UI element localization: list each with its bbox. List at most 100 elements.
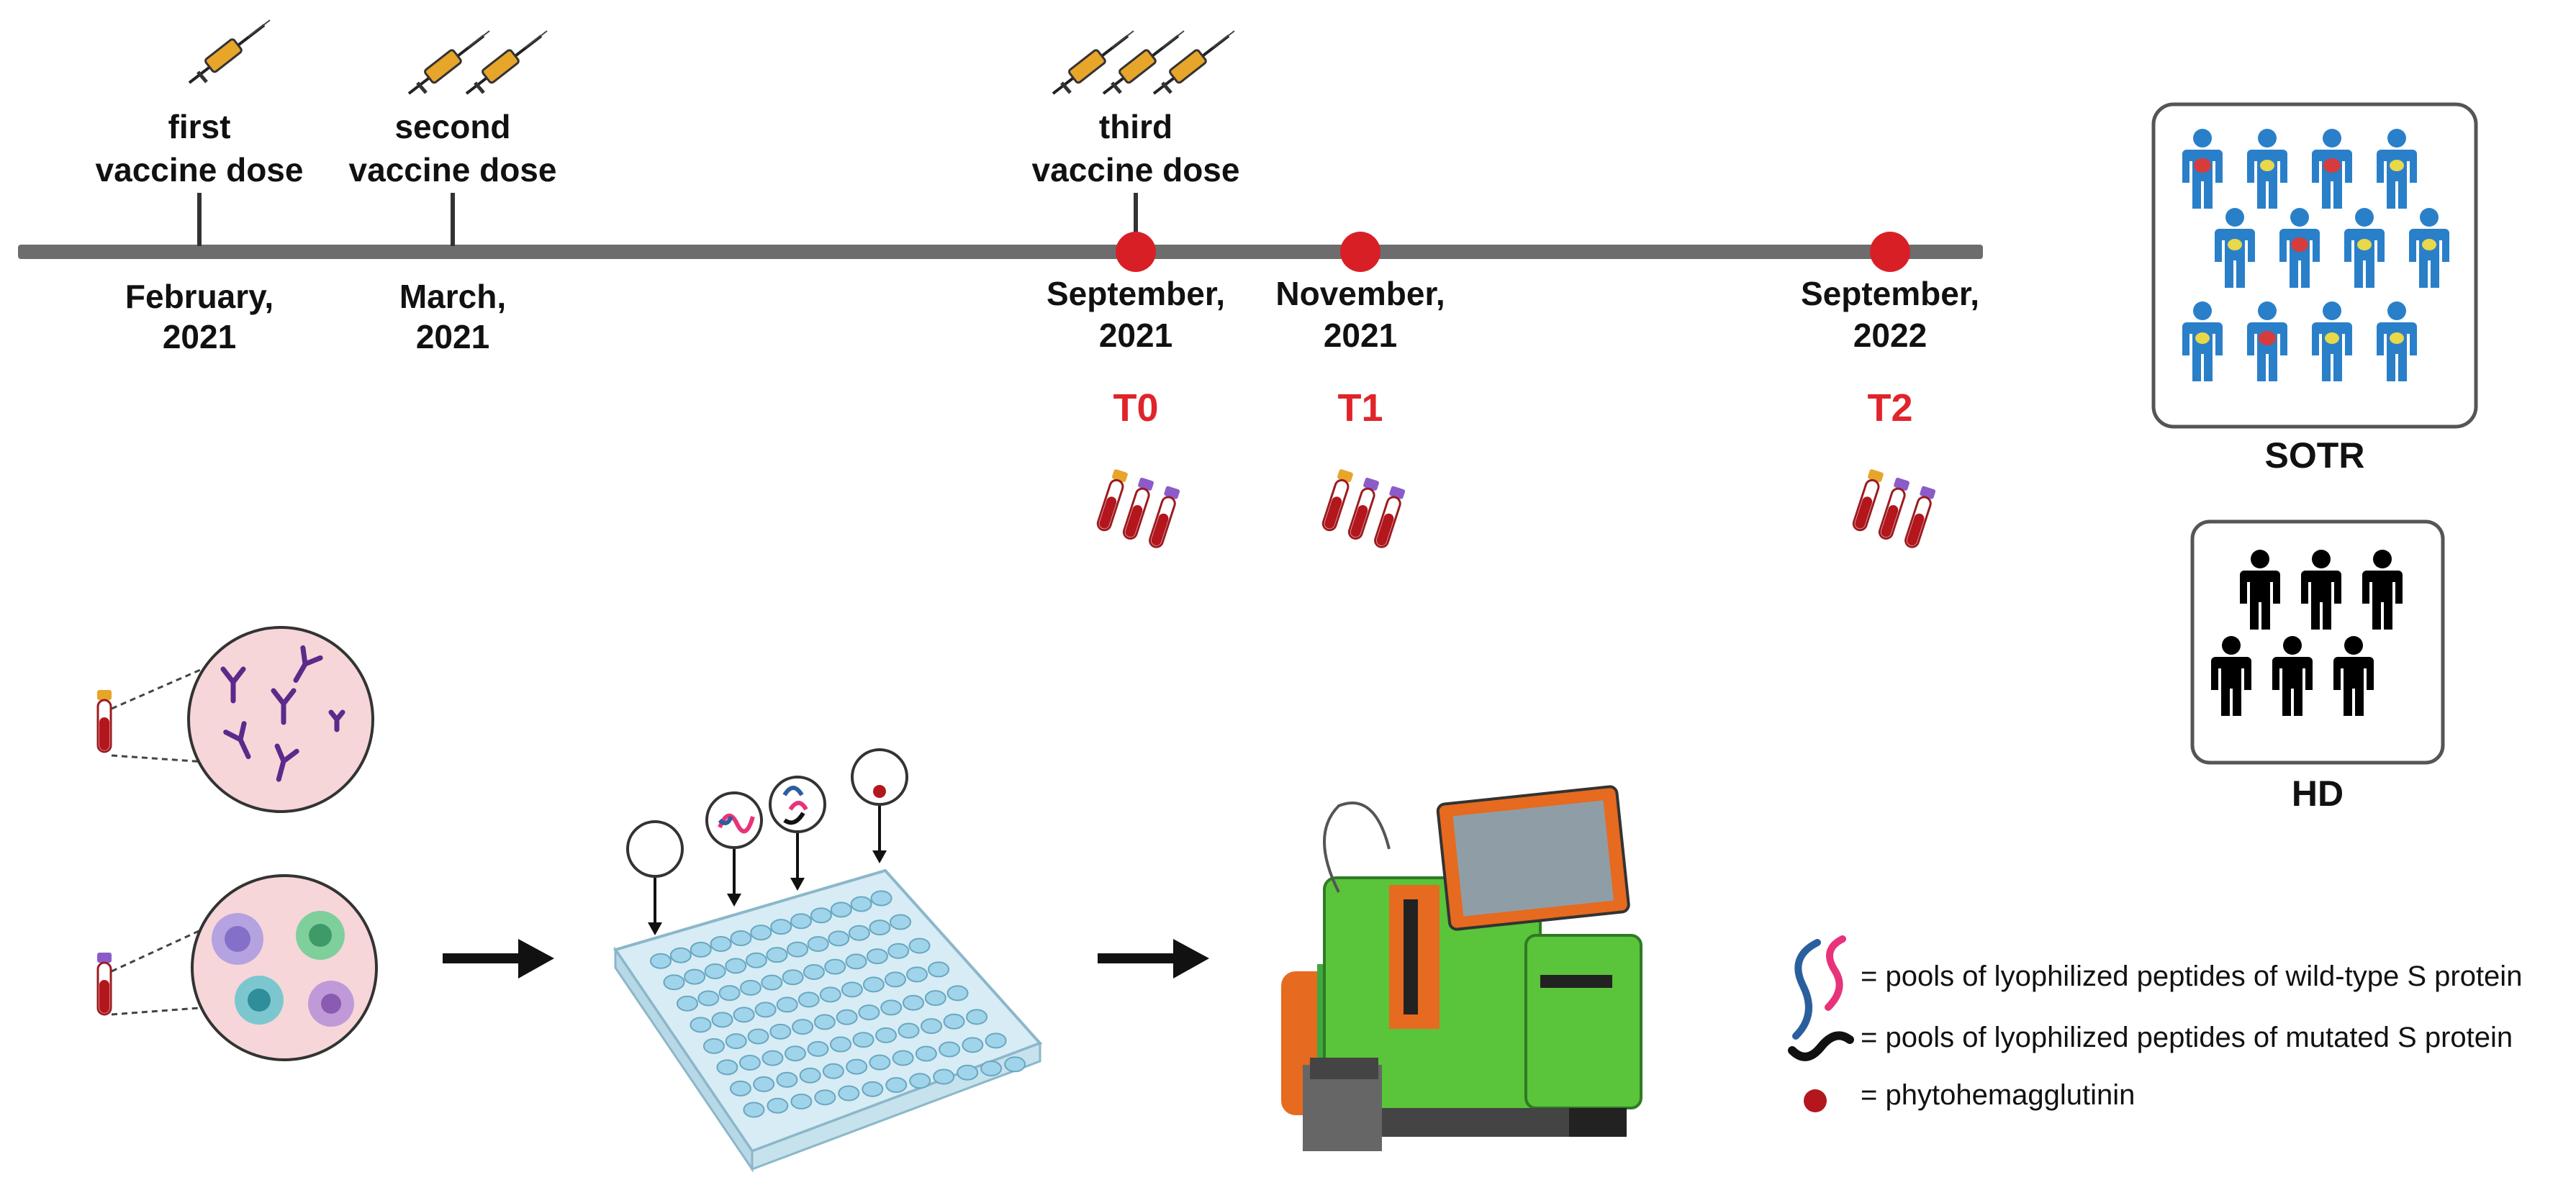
serum-tube-icon <box>96 689 113 753</box>
plate-well <box>943 1013 965 1030</box>
plate-well <box>980 1061 1003 1077</box>
timepoint-marker-t1 <box>1340 232 1380 272</box>
antibodies-icon <box>187 626 374 813</box>
plate-well <box>743 1102 765 1118</box>
plate-well <box>836 1009 858 1025</box>
plate-well <box>725 1033 747 1050</box>
plate-well <box>946 985 969 1002</box>
plate-well <box>767 1097 789 1114</box>
plate-well <box>669 947 692 963</box>
plate-well <box>807 1040 829 1057</box>
legend-pha: = phytohemagglutinin <box>1861 1079 2135 1111</box>
legend-wild-type: = pools of lyophilized peptides of wild-… <box>1861 961 2522 992</box>
plate-well <box>769 1023 792 1040</box>
plate-well <box>766 947 788 963</box>
plate-well <box>784 1045 806 1062</box>
date-t1-line1: November, <box>1275 275 1445 312</box>
date-t2-line1: September, <box>1801 275 1979 312</box>
syringe-icon <box>1154 31 1234 94</box>
pbmc-tube-icon <box>96 951 113 1016</box>
plate-well <box>985 1032 1007 1049</box>
arrow-icon <box>443 939 554 979</box>
plate-well <box>915 1045 937 1062</box>
plate-well <box>747 1028 769 1045</box>
plate-well <box>924 990 946 1007</box>
plate-well <box>822 1063 844 1079</box>
plate-well <box>716 1059 738 1076</box>
plate-well <box>776 1071 798 1088</box>
plate-well <box>690 941 712 958</box>
plate-well <box>939 1041 961 1058</box>
plate-well <box>710 935 732 952</box>
plate-well <box>770 919 792 935</box>
plate-well <box>921 1018 943 1035</box>
plate-well <box>828 930 850 947</box>
plate-well <box>966 1009 988 1025</box>
timeline <box>18 193 1983 272</box>
plate-well <box>885 1077 908 1094</box>
timepoint-label-t0: T0 <box>1113 386 1158 430</box>
third-dose-line2: vaccine dose <box>1032 151 1240 189</box>
blood-tubes-icon <box>1319 467 1407 550</box>
plate-well <box>738 1055 761 1071</box>
tick-first-dose <box>197 193 202 246</box>
plate-well <box>676 995 698 1012</box>
organ-icons <box>2194 158 2436 345</box>
plate-well <box>792 1019 814 1035</box>
well-plate-icon <box>613 868 1043 1173</box>
plate-well <box>803 963 825 980</box>
date-march-line1: March, <box>399 278 506 315</box>
plate-well <box>869 920 891 936</box>
second-dose-line1: second <box>394 108 510 145</box>
plate-well <box>862 976 885 993</box>
plate-well <box>962 1037 984 1053</box>
plate-well <box>729 1080 751 1097</box>
legend: = pools of lyophilized peptides of wild-… <box>1788 935 2522 1112</box>
plate-well <box>838 1085 860 1102</box>
plate-well <box>875 1027 898 1043</box>
plate-well <box>782 969 804 986</box>
first-dose-line1: first <box>168 108 231 145</box>
plate-well <box>684 968 706 985</box>
plate-well <box>933 1068 955 1085</box>
phytohemagglutinin-icon <box>1804 1089 1827 1112</box>
plate-well <box>790 913 813 930</box>
plate-well <box>845 953 867 970</box>
plate-well <box>711 1012 733 1028</box>
hd-label: HD <box>2292 773 2344 814</box>
plate-well <box>866 948 888 965</box>
plate-well <box>813 1014 836 1030</box>
plate-well <box>846 1058 868 1075</box>
date-february-line2: 2021 <box>163 318 236 355</box>
plate-well <box>797 991 820 1008</box>
plate-well <box>902 994 924 1011</box>
plate-well <box>761 974 783 991</box>
timepoint-label-t2: T2 <box>1867 386 1912 430</box>
plate-well <box>730 930 752 947</box>
plate-well <box>799 1067 821 1084</box>
wild-type-peptides-icon <box>1792 935 1846 1040</box>
plate-well <box>928 961 950 978</box>
plate-well <box>829 1036 851 1053</box>
timepoint-label-t1: T1 <box>1337 386 1383 430</box>
plate-well <box>761 1050 784 1066</box>
second-dose-line2: vaccine dose <box>349 151 557 189</box>
cells-icon <box>191 874 378 1061</box>
plate-well <box>718 985 741 1002</box>
plate-well <box>776 996 798 1013</box>
plate-well <box>733 1007 755 1023</box>
legend-mutated: = pools of lyophilized peptides of mutat… <box>1861 1022 2513 1053</box>
syringe-icon <box>1103 31 1184 94</box>
plate-well <box>663 974 685 991</box>
timeline-axis <box>18 245 1983 259</box>
plate-well <box>850 896 872 912</box>
plate-well <box>841 981 863 998</box>
plate-well <box>848 925 870 941</box>
tick-third-dose <box>1134 193 1138 236</box>
plate-well <box>880 999 903 1016</box>
plate-well <box>830 902 852 918</box>
date-t0-line1: September, <box>1047 275 1225 312</box>
plate-well <box>814 1089 836 1106</box>
plate-well <box>753 1076 775 1092</box>
plate-well <box>890 914 912 930</box>
